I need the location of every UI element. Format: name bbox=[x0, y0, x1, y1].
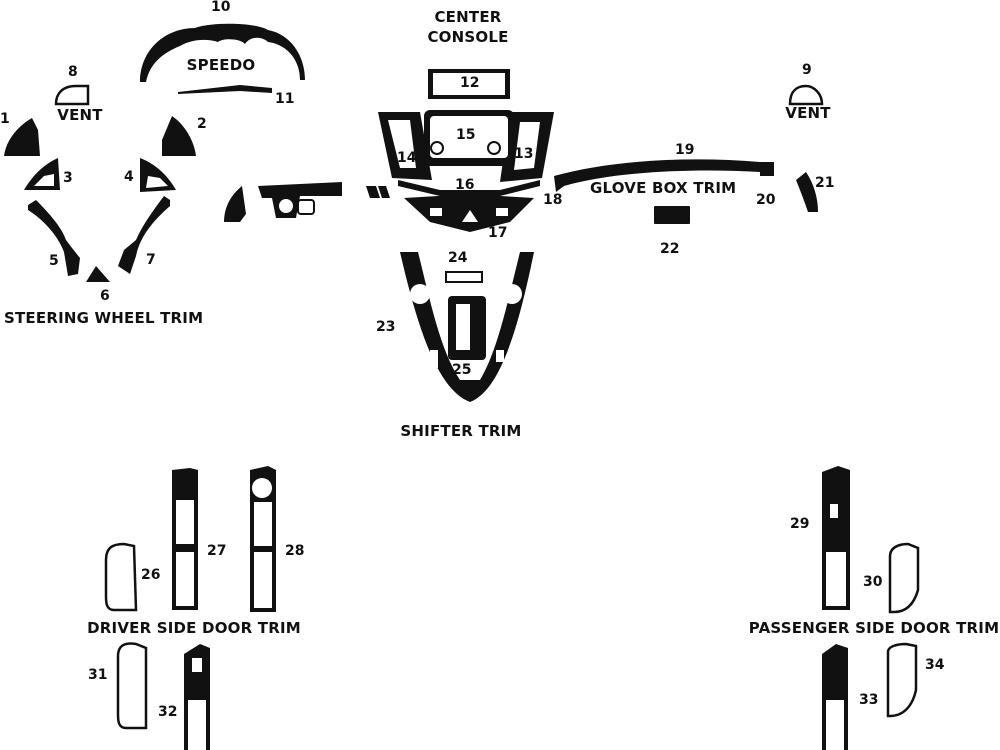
center-console-label: CENTER CONSOLE bbox=[427, 8, 509, 46]
part-number-7: 7 bbox=[146, 252, 156, 268]
part-number-21: 21 bbox=[815, 175, 835, 191]
part-number-25: 25 bbox=[452, 362, 472, 378]
steering-wheel-trim-pieces bbox=[4, 116, 196, 282]
part-number-32: 32 bbox=[158, 704, 178, 720]
steering-wheel-trim-label: STEERING WHEEL TRIM bbox=[4, 309, 204, 327]
part-number-24: 24 bbox=[448, 250, 468, 266]
part-number-4: 4 bbox=[124, 169, 134, 185]
center-console-trim-pieces bbox=[378, 69, 554, 232]
part-number-19: 19 bbox=[675, 142, 695, 158]
part-number-13: 13 bbox=[514, 146, 534, 162]
part-number-5: 5 bbox=[49, 253, 59, 269]
part-number-11: 11 bbox=[275, 91, 295, 107]
part-number-10: 10 bbox=[211, 0, 231, 15]
speedo-label: SPEEDO bbox=[186, 56, 256, 74]
part-number-20: 20 bbox=[756, 192, 776, 208]
part-number-3: 3 bbox=[63, 170, 73, 186]
part-number-29: 29 bbox=[790, 516, 810, 532]
part-number-8: 8 bbox=[68, 64, 78, 80]
part-number-28: 28 bbox=[285, 543, 305, 559]
part-number-18: 18 bbox=[543, 192, 563, 208]
driver-side-door-trim-label: DRIVER SIDE DOOR TRIM bbox=[87, 619, 301, 637]
glove-box-trim-label: GLOVE BOX TRIM bbox=[590, 179, 737, 197]
part-number-9: 9 bbox=[802, 62, 812, 78]
part-number-17: 17 bbox=[488, 225, 508, 241]
part-number-33: 33 bbox=[859, 692, 879, 708]
part-number-26: 26 bbox=[141, 567, 161, 583]
part-number-16: 16 bbox=[455, 177, 475, 193]
passenger-side-door-trim-label: PASSENGER SIDE DOOR TRIM bbox=[748, 619, 1000, 637]
part-number-12: 12 bbox=[460, 75, 480, 91]
part-number-1: 1 bbox=[0, 111, 10, 127]
right-dash-side-piece bbox=[796, 172, 818, 212]
shifter-trim-pieces bbox=[400, 252, 534, 402]
part-number-31: 31 bbox=[88, 667, 108, 683]
glove-box-trim-pieces bbox=[554, 159, 774, 192]
part-number-14: 14 bbox=[397, 150, 417, 166]
part-number-23: 23 bbox=[376, 319, 396, 335]
passenger-side-door-trim-pieces bbox=[822, 466, 920, 750]
part-number-30: 30 bbox=[863, 574, 883, 590]
part-number-22: 22 bbox=[660, 241, 680, 257]
vent-right-trim bbox=[788, 84, 824, 106]
part-number-27: 27 bbox=[207, 543, 227, 559]
left-dash-side-piece bbox=[224, 186, 246, 222]
small-dash-insert bbox=[654, 206, 690, 224]
driver-side-door-trim-pieces bbox=[104, 466, 276, 750]
vent-left-trim bbox=[54, 84, 90, 106]
speedo-bezel bbox=[140, 23, 305, 94]
part-number-6: 6 bbox=[100, 288, 110, 304]
shifter-trim-label: SHIFTER TRIM bbox=[400, 422, 522, 440]
part-number-15: 15 bbox=[456, 127, 476, 143]
part-number-2: 2 bbox=[197, 116, 207, 132]
small-dash-slivers bbox=[366, 186, 390, 198]
part-number-34: 34 bbox=[925, 657, 945, 673]
left-dash-switch-panel bbox=[258, 182, 342, 218]
vent-left-label: VENT bbox=[57, 106, 103, 124]
vent-right-label: VENT bbox=[785, 104, 831, 122]
